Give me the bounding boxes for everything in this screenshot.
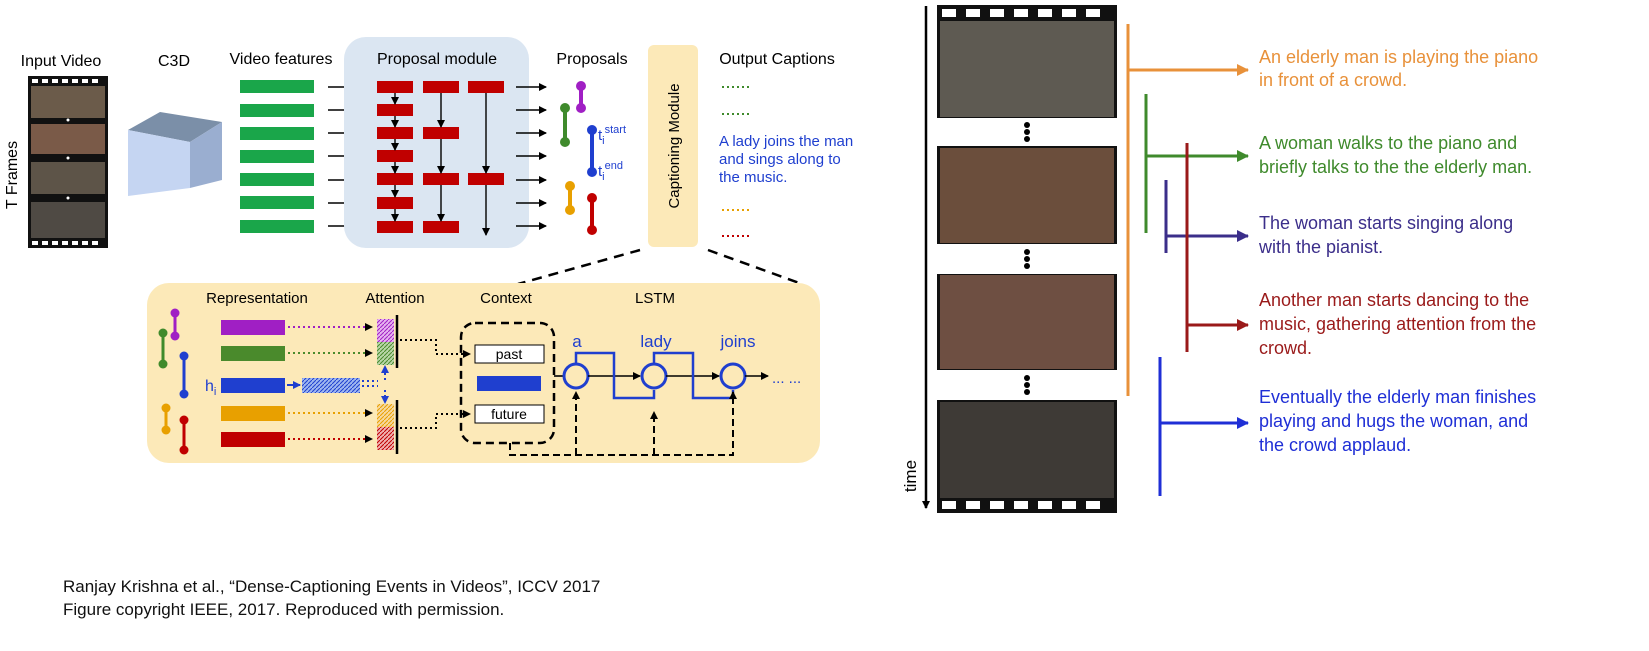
lstm-chain bbox=[509, 351, 769, 456]
attention-to-context-arrows bbox=[400, 339, 471, 429]
timeline-film-strip bbox=[937, 5, 1117, 513]
timeline-caption-5: Eventually the elderly man finishes play… bbox=[1259, 387, 1541, 455]
video-features-label: Video features bbox=[230, 51, 333, 68]
zoom-line-left bbox=[517, 248, 641, 286]
attention-blocks bbox=[377, 315, 399, 454]
timeline-caption-3: The woman starts singing along with the … bbox=[1258, 213, 1518, 257]
output-caption-dots bbox=[722, 86, 752, 237]
past-box bbox=[474, 344, 545, 364]
lstm-label: LSTM bbox=[635, 290, 675, 307]
t-end-label: tiend bbox=[598, 160, 623, 183]
input-film-strip bbox=[28, 76, 108, 248]
citation-line-2: Figure copyright IEEE, 2017. Reproduced … bbox=[63, 600, 505, 619]
representation-bars bbox=[221, 320, 285, 447]
context-box bbox=[459, 321, 556, 445]
proposal-internal-arrows bbox=[391, 93, 490, 236]
captioning-module-box bbox=[648, 45, 698, 247]
t-start-label: tistart bbox=[598, 124, 626, 147]
timeline-caption-1: An elderly man is playing the piano in f… bbox=[1259, 47, 1543, 90]
lstm-ellipsis: ... ... bbox=[772, 370, 801, 387]
event-spans bbox=[1126, 24, 1249, 496]
c3d-label: C3D bbox=[158, 53, 190, 70]
timeline-caption-4: Another man starts dancing to the music,… bbox=[1259, 290, 1541, 358]
representation-dotted-arrows bbox=[288, 323, 389, 443]
video-features bbox=[240, 80, 314, 233]
time-label: time bbox=[901, 460, 920, 492]
attention-label: Attention bbox=[365, 290, 424, 307]
context-hidden-bar bbox=[477, 376, 541, 391]
input-video-label: Input Video bbox=[21, 53, 102, 70]
hidden-feature-bar bbox=[302, 378, 360, 393]
timeline-caption-2: A woman walks to the piano and briefly t… bbox=[1259, 133, 1532, 177]
lstm-word-joins: joins bbox=[720, 332, 756, 351]
proposal-glyphs bbox=[560, 81, 597, 235]
future-box bbox=[474, 404, 545, 424]
detail-proposal-glyphs bbox=[158, 308, 189, 455]
t-frames-label: T Frames bbox=[4, 141, 21, 209]
proposal-out-arrows bbox=[516, 83, 547, 230]
proposal-module-box bbox=[344, 37, 529, 248]
proposal-module-label: Proposal module bbox=[377, 51, 497, 68]
output-captions-label: Output Captions bbox=[719, 51, 835, 68]
caption-example: A lady joins the man and sings along to … bbox=[719, 133, 857, 186]
zoom-line-right bbox=[707, 248, 803, 286]
captioning-module-label: Captioning Module bbox=[666, 83, 683, 208]
proposal-cells bbox=[377, 81, 504, 233]
lstm-word-a: a bbox=[572, 332, 582, 351]
future-label: future bbox=[491, 406, 527, 422]
citation: Ranjay Krishna et al., “Dense-Captioning… bbox=[63, 575, 600, 621]
c3d-block bbox=[128, 112, 222, 196]
context-label: Context bbox=[480, 290, 533, 307]
citation-line-1: Ranjay Krishna et al., “Dense-Captioning… bbox=[63, 577, 601, 596]
proposals-label: Proposals bbox=[556, 51, 627, 68]
lstm-word-lady: lady bbox=[640, 332, 672, 351]
representation-label: Representation bbox=[206, 290, 308, 307]
h-i-label: hi bbox=[205, 378, 216, 398]
past-label: past bbox=[496, 346, 523, 362]
